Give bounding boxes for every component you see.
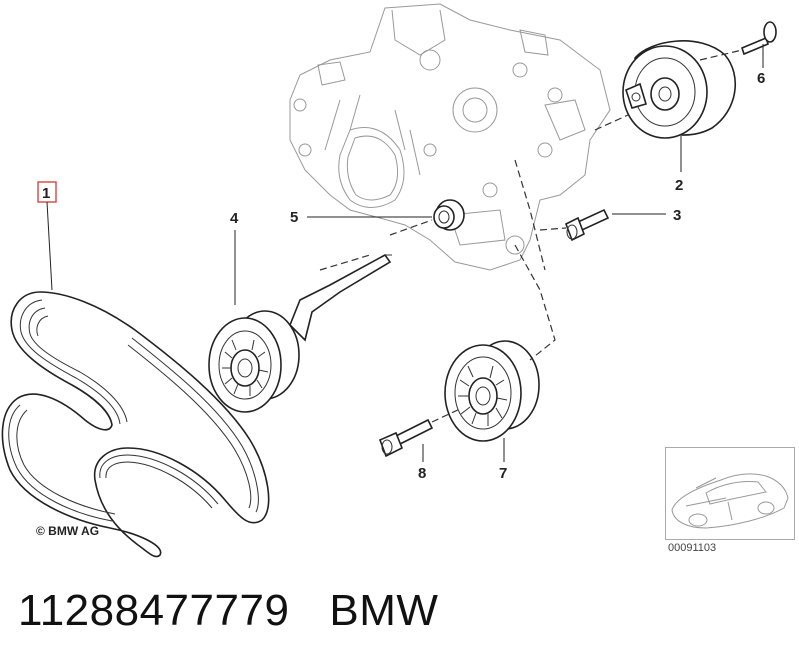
- brand-name: BMW: [329, 586, 439, 635]
- part-2-belt-tensioner: [622, 40, 737, 139]
- part-8-bolt: [378, 418, 434, 458]
- callout-7[interactable]: 7: [499, 465, 507, 482]
- callout-5[interactable]: 5: [290, 209, 298, 226]
- part-4-deflection-pulley: [208, 253, 392, 413]
- assembly-lines: [319, 49, 743, 423]
- part-3-bolt: [564, 208, 610, 242]
- part-5-spacer-bushing: [433, 199, 465, 231]
- leader-1: [46, 201, 53, 291]
- part-number: 11288477779: [18, 586, 290, 635]
- part-6-bolt: [741, 21, 777, 56]
- callout-2[interactable]: 2: [675, 177, 683, 194]
- callout-1[interactable]: 1: [42, 185, 50, 202]
- part-7-idler-pulley: [444, 340, 540, 442]
- footer-caption: 11288477779 BMW: [18, 586, 478, 636]
- car-outline-icon: [671, 473, 789, 529]
- callout-8[interactable]: 8: [418, 465, 426, 482]
- parts-diagram: 1 4 5 2: [1, 3, 777, 558]
- reference-number: 00091103: [668, 542, 717, 554]
- callout-6[interactable]: 6: [757, 70, 765, 87]
- callout-3[interactable]: 3: [673, 207, 681, 224]
- engine-block: [289, 3, 611, 271]
- copyright-notice: © BMW AG: [36, 524, 100, 538]
- part-1-ribbed-belt: [1, 291, 270, 558]
- callout-4[interactable]: 4: [230, 210, 239, 227]
- vehicle-thumbnail[interactable]: [665, 447, 795, 540]
